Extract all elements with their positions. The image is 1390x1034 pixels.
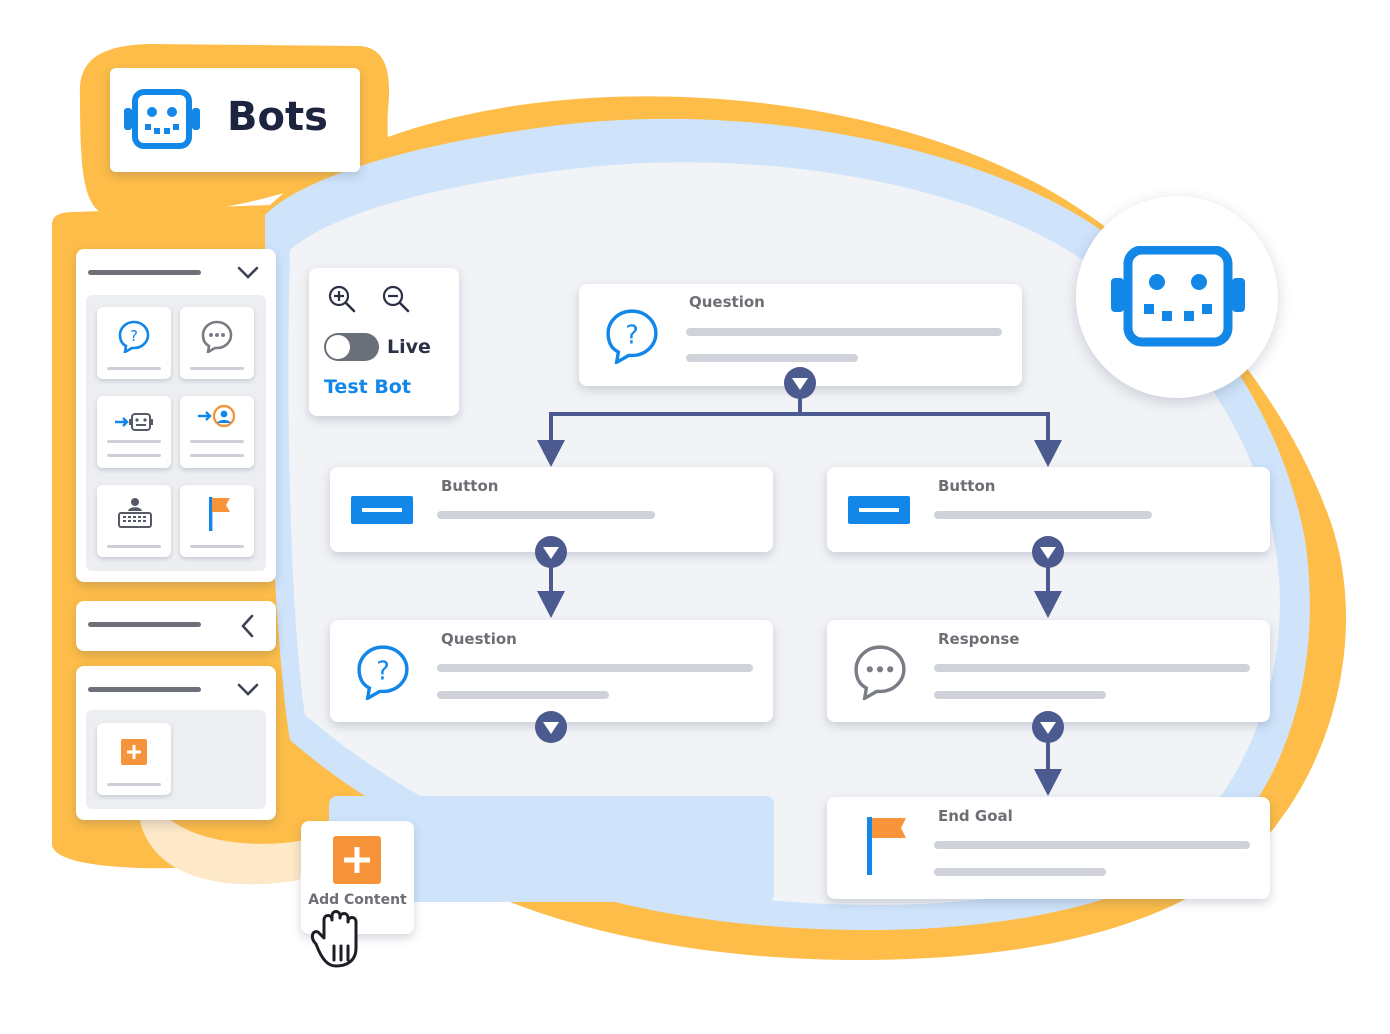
palette-tile-transfer-agent[interactable] [180, 396, 254, 468]
zoom-in-icon[interactable] [327, 284, 357, 314]
flow-node-button-right[interactable]: Button [827, 467, 1270, 568]
flag-icon [206, 495, 234, 533]
node-label: Question [441, 630, 517, 648]
add-content-button[interactable]: Add Content [301, 821, 414, 934]
connector-handle[interactable] [534, 535, 568, 569]
chat-bubble-icon [851, 642, 909, 700]
node-label: End Goal [938, 807, 1013, 825]
flag-icon [865, 815, 909, 877]
palette-tile-input[interactable] [97, 485, 171, 557]
palette-tile-response[interactable] [180, 307, 254, 379]
palette-tile-question[interactable]: ? [97, 307, 171, 379]
panel-heading-bar [88, 687, 201, 692]
transfer-bot-icon [113, 410, 155, 434]
palette-tile-add[interactable] [97, 723, 171, 795]
connector-handle[interactable] [1031, 535, 1065, 569]
header-card: Bots [110, 68, 360, 172]
robot-icon [1110, 246, 1246, 348]
connector-handle[interactable] [1031, 710, 1065, 744]
svg-text:?: ? [625, 321, 639, 351]
zoom-out-icon[interactable] [381, 284, 411, 314]
svg-text:?: ? [376, 657, 390, 687]
button-icon [351, 496, 413, 524]
toggle-knob [326, 335, 350, 359]
node-label: Response [938, 630, 1020, 648]
flow-node-question-top[interactable]: ? Question [579, 284, 1022, 399]
live-label: Live [387, 336, 431, 358]
test-bot-link[interactable]: Test Bot [324, 376, 411, 398]
plus-icon [121, 739, 147, 765]
keyboard-input-icon [117, 497, 153, 531]
chevron-down-icon[interactable] [236, 680, 260, 698]
robot-icon [122, 88, 202, 152]
node-label: Question [689, 293, 765, 311]
palette-panel-collapsed [76, 601, 276, 651]
palette-tile-transfer-bot[interactable] [97, 396, 171, 468]
flow-node-end-goal[interactable]: End Goal [827, 797, 1270, 899]
button-icon [848, 496, 910, 524]
connector-handle[interactable] [783, 366, 817, 400]
panel-heading-bar [88, 622, 201, 627]
node-label: Button [441, 477, 499, 495]
hand-cursor-icon [306, 908, 378, 970]
node-label: Button [938, 477, 996, 495]
palette-panel-content [76, 666, 276, 820]
chevron-left-icon[interactable] [239, 613, 257, 639]
transfer-agent-icon [196, 404, 238, 432]
bot-avatar [1076, 196, 1278, 398]
live-toggle[interactable] [324, 333, 379, 361]
svg-text:?: ? [130, 327, 138, 345]
connector-handle[interactable] [534, 710, 568, 744]
question-bubble-icon: ? [117, 319, 151, 353]
chevron-down-icon[interactable] [236, 263, 260, 281]
add-content-label: Add Content [308, 892, 407, 908]
canvas-controls: Live Test Bot [309, 268, 459, 416]
question-bubble-icon: ? [354, 642, 412, 700]
flow-node-button-left[interactable]: Button [330, 467, 773, 568]
flow-node-question-left[interactable]: ? Question [330, 620, 773, 743]
page-title: Bots [227, 94, 328, 140]
palette-tile-goal[interactable] [180, 485, 254, 557]
palette-panel-elements: ? [76, 249, 276, 582]
question-bubble-icon: ? [603, 306, 661, 364]
flow-node-response-right[interactable]: Response [827, 620, 1270, 743]
chat-bubble-icon [200, 319, 234, 353]
plus-icon [333, 836, 381, 884]
panel-heading-bar [88, 270, 201, 275]
